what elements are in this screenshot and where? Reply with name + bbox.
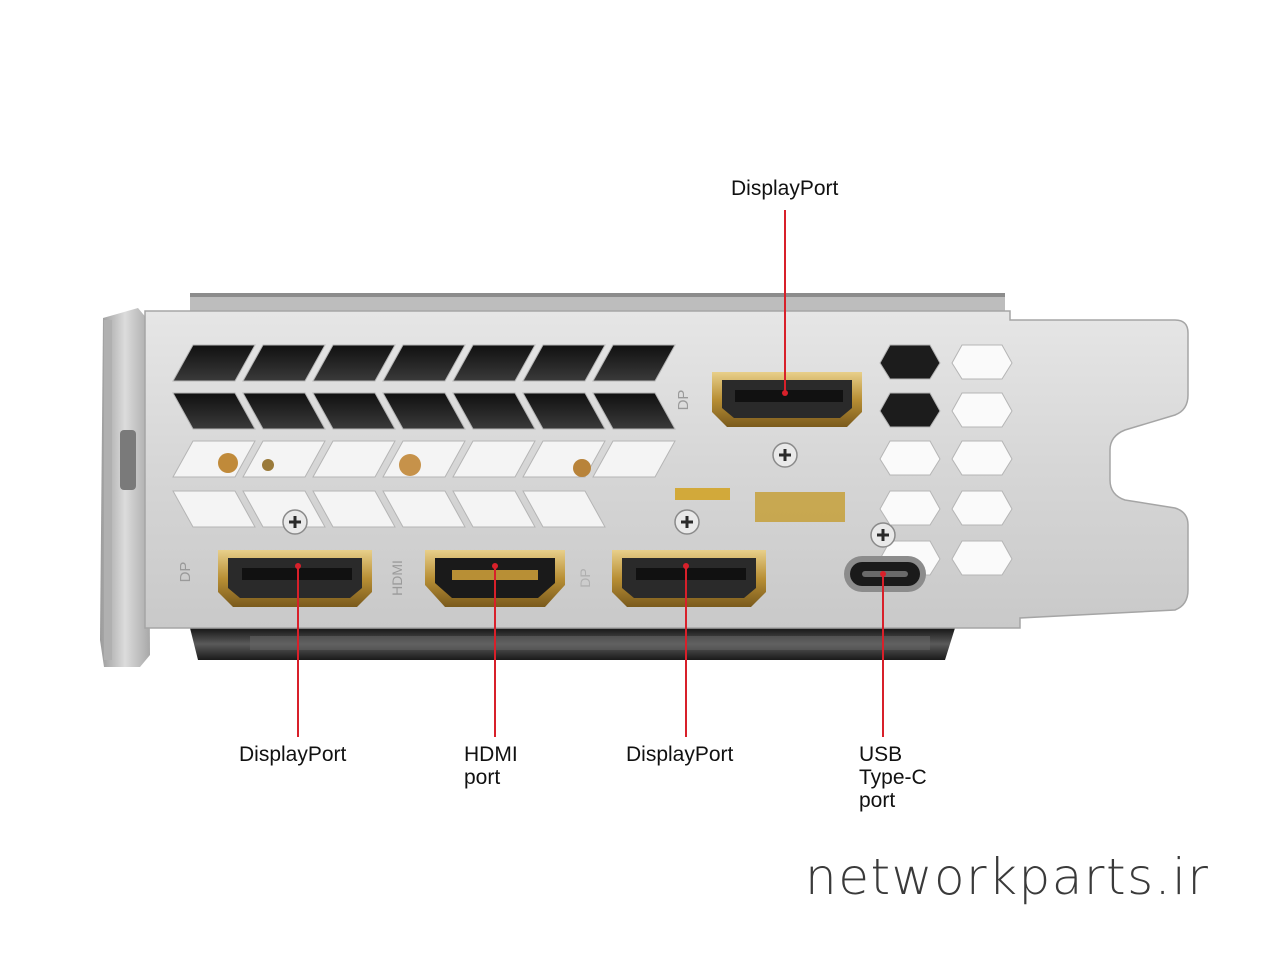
vent-opening — [382, 392, 466, 430]
screws — [282, 442, 896, 548]
screw — [772, 442, 798, 468]
side-ventilation — [879, 344, 1013, 576]
dp-left-marking: DP — [177, 562, 194, 583]
side-vent-opening — [879, 392, 941, 428]
vent-opening — [592, 344, 676, 382]
vent-opening — [452, 440, 536, 478]
side-vent-opening — [951, 440, 1013, 476]
watermark-text: networkparts.ir — [805, 848, 1210, 906]
screw — [282, 509, 308, 535]
bracket-top-rail — [190, 293, 1005, 311]
vent-opening — [522, 490, 606, 528]
vent-opening — [312, 392, 396, 430]
dp-top-marking: DP — [675, 390, 692, 411]
vent-opening — [592, 440, 676, 478]
vent-opening — [522, 392, 606, 430]
leader-dots — [295, 390, 886, 577]
label-displayport-mid: DisplayPort — [626, 743, 734, 766]
internal-components — [218, 453, 845, 522]
side-vent-opening — [951, 344, 1013, 380]
vent-opening — [312, 344, 396, 382]
vent-opening — [312, 490, 396, 528]
side-vent-opening — [951, 490, 1013, 526]
hdmi-marking: HDMI — [389, 560, 405, 596]
vent-opening — [312, 440, 396, 478]
label-displayport-top: DisplayPort — [731, 177, 839, 200]
side-vent-opening — [879, 440, 941, 476]
vent-opening — [592, 392, 676, 430]
screw — [870, 522, 896, 548]
vent-opening — [242, 344, 326, 382]
vent-opening — [452, 490, 536, 528]
bracket-mounting-tab — [100, 308, 150, 667]
vent-opening — [242, 392, 326, 430]
vent-opening — [522, 344, 606, 382]
vent-opening — [172, 490, 256, 528]
label-displayport-left: DisplayPort — [239, 743, 347, 766]
vent-opening — [452, 344, 536, 382]
displayport-left-connector: DP — [177, 550, 372, 607]
screw — [674, 509, 700, 535]
vent-opening — [172, 392, 256, 430]
vent-opening — [382, 344, 466, 382]
leader-lines — [297, 210, 884, 737]
label-usb-type-c-port: USB Type-C port — [859, 743, 927, 812]
label-hdmi-port: HDMI port — [464, 743, 518, 789]
side-vent-opening — [879, 344, 941, 380]
side-vent-opening — [951, 540, 1013, 576]
side-vent-opening — [951, 392, 1013, 428]
vent-opening — [172, 344, 256, 382]
vent-opening — [452, 392, 536, 430]
cooler-shroud — [190, 628, 955, 660]
dp-mid-marking: DP — [577, 568, 593, 587]
displayport-top-connector: DP — [675, 372, 862, 427]
displayport-mid-connector: DP — [577, 550, 766, 607]
ventilation-grid — [172, 344, 676, 528]
side-vent-opening — [879, 490, 941, 526]
vent-opening — [382, 490, 466, 528]
